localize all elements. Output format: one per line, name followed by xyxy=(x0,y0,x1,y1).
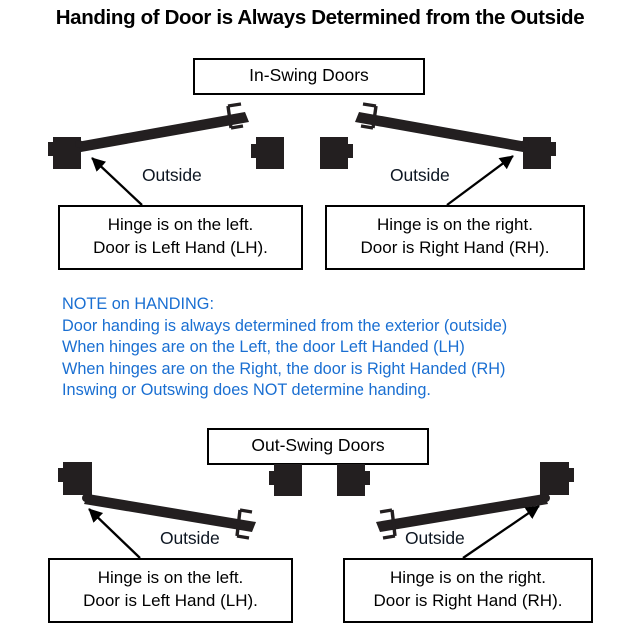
note-line-2: When hinges are on the Left, the door Le… xyxy=(62,338,465,356)
door-handle-left-out-swing xyxy=(235,508,253,540)
handing-note-block: NOTE on HANDING: Door handing is always … xyxy=(62,294,602,402)
callout-line-2: Door is Right Hand (RH). xyxy=(373,590,563,610)
callout-line-1: Hinge is on the left. xyxy=(97,568,244,587)
section-header-in-swing: In-Swing Doors xyxy=(193,58,425,95)
section-header-out-swing: Out-Swing Doors xyxy=(207,428,429,465)
callout-line-2: Door is Left Hand (LH). xyxy=(83,590,258,610)
strike-jamb-right-center xyxy=(320,137,353,169)
outside-label-in-swing-right: Outside xyxy=(390,165,450,185)
door-panel-left-in-swing xyxy=(75,112,249,152)
out-swing-door-figures xyxy=(0,452,640,557)
note-heading: NOTE on HANDING: xyxy=(62,295,214,313)
door-jamb-right-out-swing xyxy=(540,462,574,495)
strike-jamb-left-center xyxy=(251,137,284,169)
door-handle-right-in-swing xyxy=(360,102,378,130)
callout-line-1: Hinge is on the left. xyxy=(107,215,254,234)
callout-line-1: Hinge is on the right. xyxy=(390,568,546,587)
door-jamb-left-out-swing xyxy=(58,462,92,495)
callout-line-2: Door is Left Hand (LH). xyxy=(93,237,268,257)
callout-out-swing-left: Hinge is on the left. Door is Left Hand … xyxy=(48,558,293,623)
note-line-3: When hinges are on the Right, the door i… xyxy=(62,359,506,378)
page-title: Handing of Door is Always Determined fro… xyxy=(55,6,585,29)
note-line-4: Inswing or Outswing does NOT determine h… xyxy=(62,381,431,399)
door-panel-right-out-swing xyxy=(376,494,550,532)
callout-out-swing-right: Hinge is on the right. Door is Right Han… xyxy=(343,558,593,623)
callout-line-1: Hinge is on the right. xyxy=(377,215,533,234)
outside-label-out-swing-left: Outside xyxy=(160,528,220,548)
callout-line-2: Door is Right Hand (RH). xyxy=(360,237,550,257)
door-panel-left-out-swing xyxy=(82,494,256,532)
door-panel-right-in-swing xyxy=(355,112,529,152)
door-handle-right-out-swing xyxy=(379,508,397,540)
outside-label-out-swing-right: Outside xyxy=(405,528,465,548)
callout-in-swing-left: Hinge is on the left. Door is Left Hand … xyxy=(58,205,303,270)
strike-jamb-left-center xyxy=(269,464,302,496)
strike-jamb-right-center xyxy=(337,464,370,496)
callout-in-swing-right: Hinge is on the right. Door is Right Han… xyxy=(325,205,585,270)
in-swing-door-figures xyxy=(0,100,640,205)
outside-label-in-swing-left: Outside xyxy=(142,165,202,185)
note-line-1: Door handing is always determined from t… xyxy=(62,316,508,335)
door-handle-left-in-swing xyxy=(226,102,244,130)
